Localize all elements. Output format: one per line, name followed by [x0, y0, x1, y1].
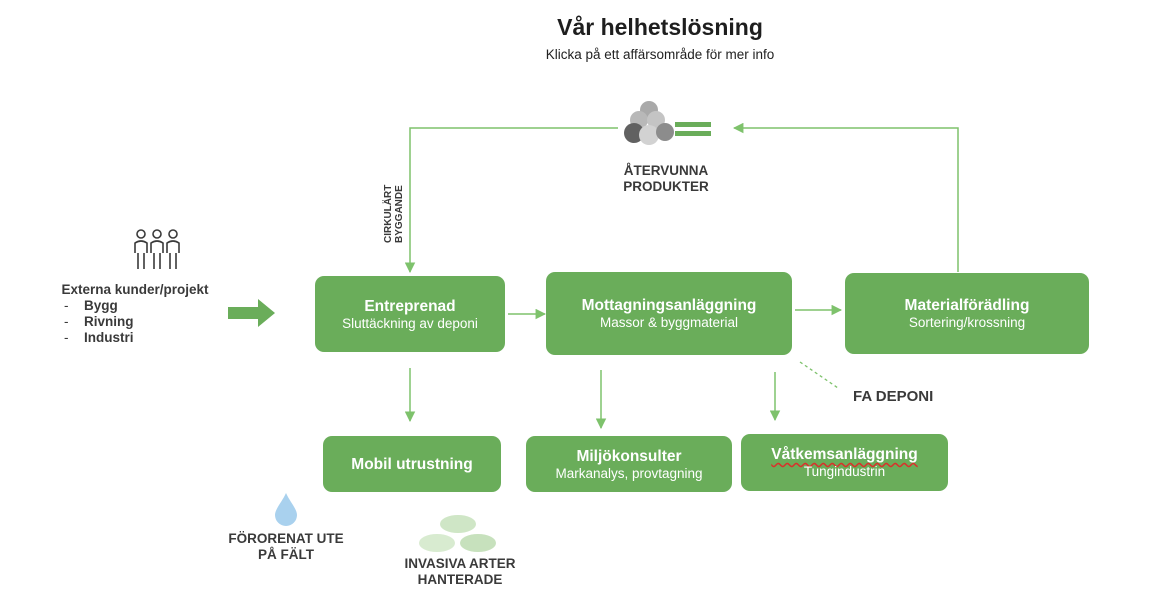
clients-block: Externa kunder/projekt -Bygg -Rivning -I… — [55, 282, 215, 346]
box-miljokonsulter-title: Miljökonsulter — [576, 447, 682, 465]
box-mobil-utrustning-title: Mobil utrustning — [351, 455, 473, 473]
clients-title: Externa kunder/projekt — [61, 282, 209, 297]
box-mottagningsanlaggning[interactable]: Mottagningsanläggning Massor & byggmater… — [546, 272, 792, 355]
box-mobil-utrustning[interactable]: Mobil utrustning — [323, 436, 501, 492]
clients-list: -Bygg -Rivning -Industri — [55, 298, 215, 346]
recycled-stones-icon — [624, 101, 674, 145]
box-entreprenad[interactable]: Entreprenad Sluttäckning av deponi — [315, 276, 505, 352]
label-circular-building: CIRKULÄRT BYGGANDE — [383, 184, 405, 243]
label-recycled-products: ÅTERVUNNA PRODUKTER — [623, 163, 709, 194]
box-entreprenad-subtitle: Sluttäckning av deponi — [342, 315, 478, 331]
box-vatkemsanlaggning-title: Våtkemsanläggning — [771, 446, 918, 463]
list-item: -Rivning — [64, 314, 134, 329]
box-materialforadling[interactable]: Materialförädling Sortering/krossning — [845, 273, 1089, 354]
box-materialforadling-title: Materialförädling — [904, 297, 1030, 314]
box-entreprenad-title: Entreprenad — [364, 297, 456, 315]
dotted-line-fa-deponi — [799, 361, 839, 389]
list-item: -Bygg — [64, 298, 118, 313]
label-fa-deponi: FA DEPONI — [853, 388, 934, 405]
list-item: -Industri — [64, 330, 134, 345]
loop-line-left — [404, 127, 618, 274]
water-drop-icon — [275, 493, 297, 526]
box-mottagningsanlaggning-subtitle: Massor & byggmaterial — [599, 315, 739, 330]
arrow-right-icon — [228, 299, 275, 327]
people-icon — [134, 229, 180, 269]
label-contaminated-field: FÖRORENAT UTE PÅ FÄLT — [228, 531, 344, 562]
page-title: Vår helhetslösning — [557, 14, 763, 40]
label-invasive-species: INVASIVA ARTER HANTERADE — [404, 556, 516, 587]
loop-line-right — [732, 122, 959, 272]
box-materialforadling-subtitle: Sortering/krossning — [908, 315, 1026, 330]
equals-icon — [675, 122, 711, 136]
box-miljokonsulter-subtitle: Markanalys, provtagning — [555, 465, 703, 481]
box-mottagningsanlaggning-title: Mottagningsanläggning — [581, 297, 757, 314]
box-miljokonsulter[interactable]: Miljökonsulter Markanalys, provtagning — [526, 436, 732, 492]
box-vatkemsanlaggning-subtitle: Tungindustrin — [803, 464, 886, 479]
page-subtitle: Klicka på ett affärsområde för mer info — [545, 47, 775, 62]
box-vatkemsanlaggning[interactable]: Våtkemsanläggning Tungindustrin — [741, 434, 948, 491]
leaves-icon — [419, 515, 496, 552]
